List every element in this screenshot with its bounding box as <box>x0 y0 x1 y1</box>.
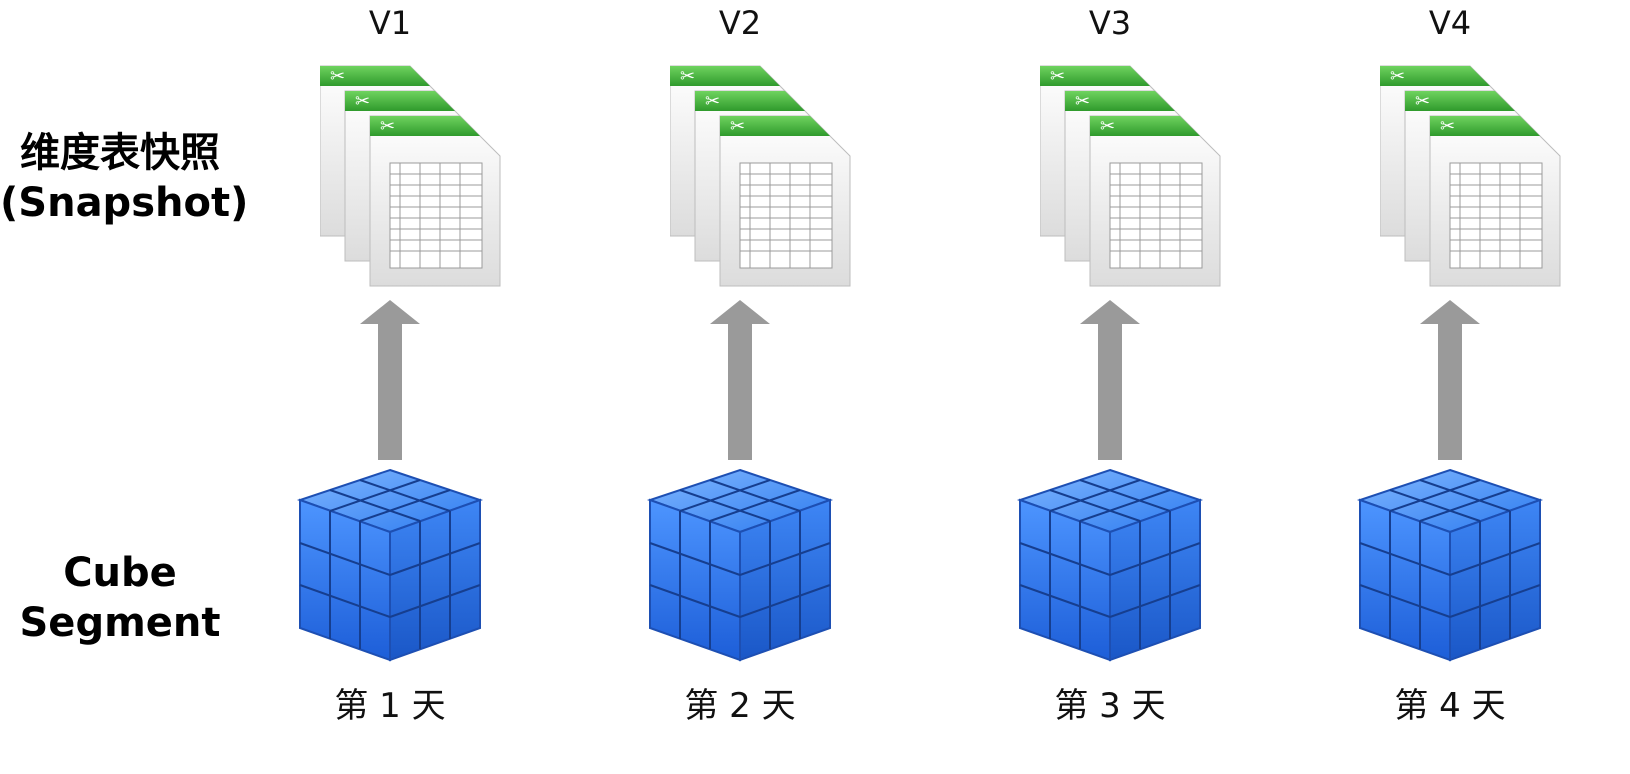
svg-text:✂: ✂ <box>1100 116 1115 137</box>
column-v3: V3 ✂ ✂ <box>990 0 1230 774</box>
cube-segment-icon <box>635 460 845 670</box>
column-v2: V2 ✂ ✂ <box>620 0 860 774</box>
up-arrow-icon <box>1400 300 1500 470</box>
spreadsheet-stack-icon: ✂ ✂ ✂ <box>1379 58 1580 298</box>
svg-text:✂: ✂ <box>730 116 745 137</box>
day-label: 第 3 天 <box>1054 686 1166 726</box>
snapshot-row-label: 维度表快照 (Snapshot) <box>0 130 249 226</box>
svg-text:✂: ✂ <box>680 66 695 87</box>
svg-text:✂: ✂ <box>1050 66 1065 87</box>
svg-text:✂: ✂ <box>1440 116 1455 137</box>
up-arrow-icon <box>690 300 790 470</box>
day-label: 第 4 天 <box>1394 686 1506 726</box>
svg-text:✂: ✂ <box>330 66 345 87</box>
cube-segment-icon <box>1005 460 1215 670</box>
column-v1: V1 ✂ ✂ <box>270 0 510 774</box>
version-label: V1 <box>368 4 412 42</box>
svg-text:✂: ✂ <box>1390 66 1405 87</box>
svg-text:✂: ✂ <box>380 116 395 137</box>
spreadsheet-stack-icon: ✂ ✂ ✂ <box>669 58 870 298</box>
version-label: V3 <box>1088 4 1132 42</box>
svg-text:✂: ✂ <box>355 91 370 112</box>
spreadsheet-stack-icon: ✂ ✂ ✂ <box>319 58 520 298</box>
version-label: V2 <box>718 4 762 42</box>
spreadsheet-stack-icon: ✂ ✂ ✂ <box>1039 58 1240 298</box>
cube-segment-icon <box>1345 460 1555 670</box>
up-arrow-icon <box>340 300 440 470</box>
day-label: 第 1 天 <box>334 686 446 726</box>
up-arrow-icon <box>1060 300 1160 470</box>
svg-text:✂: ✂ <box>705 91 720 112</box>
svg-text:✂: ✂ <box>1415 91 1430 112</box>
svg-text:✂: ✂ <box>1075 91 1090 112</box>
cube-segment-icon <box>285 460 495 670</box>
day-label: 第 2 天 <box>684 686 796 726</box>
segment-row-label: Cube Segment <box>19 550 221 646</box>
column-v4: V4 ✂ ✂ <box>1330 0 1570 774</box>
version-label: V4 <box>1428 4 1472 42</box>
